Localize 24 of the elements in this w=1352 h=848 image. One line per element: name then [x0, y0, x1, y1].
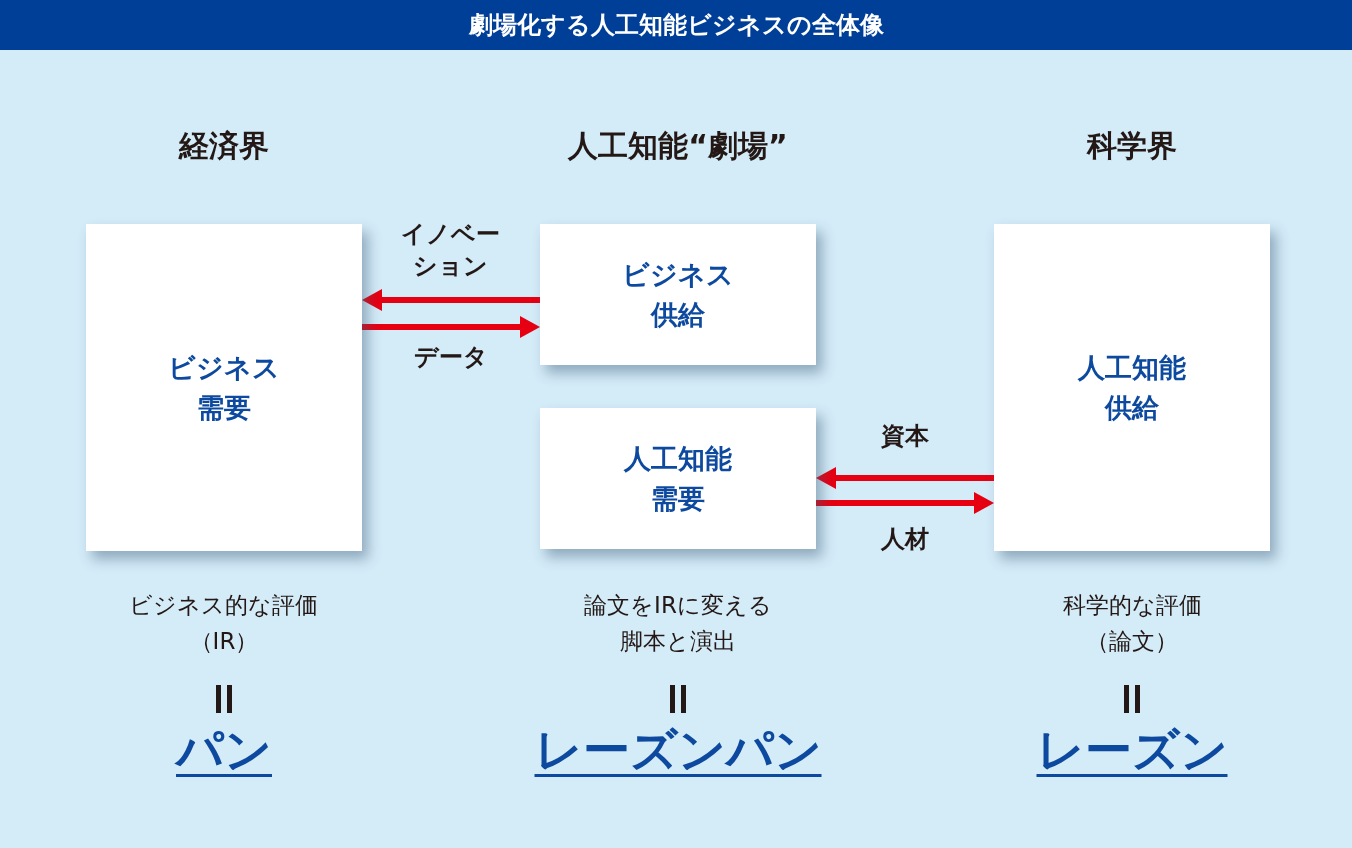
underlined-term: レーズン [1036, 726, 1228, 777]
process-box [994, 224, 1270, 551]
box-label: ビジネス供給 [621, 257, 735, 332]
arrow [816, 467, 994, 489]
process-box [86, 224, 362, 551]
column-heading: 経済界 [179, 128, 269, 164]
underlined-term: パン [176, 726, 272, 777]
underlined-term: レーズンパン [534, 726, 822, 777]
arrow [816, 492, 994, 514]
description-text: 論文をIRに変える脚本と演出 [583, 591, 773, 656]
process-box [540, 408, 816, 549]
edge-label: 資本 [881, 420, 929, 452]
arrow [362, 316, 540, 338]
title: 劇場化する人工知能ビジネスの全体像 [468, 10, 884, 40]
description-text: 科学的な評価（論文） [1061, 591, 1203, 656]
column-heading: 人工知能“劇場” [568, 128, 788, 164]
process-box [540, 224, 816, 365]
column-heading: 科学界 [1087, 128, 1177, 164]
box-label: ビジネス需要 [167, 350, 281, 425]
description-text: ビジネス的な評価（IR） [128, 591, 320, 656]
edge-label: 人材 [881, 523, 929, 555]
box-label: 人工知能需要 [622, 441, 733, 516]
box-label: 人工知能供給 [1076, 350, 1187, 425]
arrow [362, 289, 540, 311]
